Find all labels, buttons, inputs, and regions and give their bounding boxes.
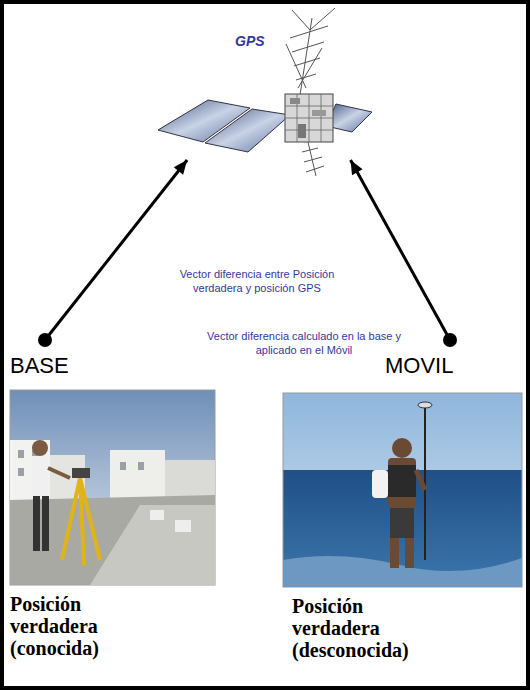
vector-arrow [351, 160, 457, 347]
arrow-line [45, 160, 187, 340]
satellite-node: GPS [165, 15, 385, 160]
vector-note: Vector diferencia entre Posición verdade… [155, 268, 359, 296]
satellite-label: GPS [235, 33, 265, 49]
arrow-head [351, 160, 363, 175]
station-label: BASE [10, 353, 69, 379]
arrow-line [351, 160, 450, 340]
arrow-head [174, 160, 187, 175]
mobile-receiver: MOVILPosición verdadera (desconocida) [290, 340, 522, 682]
vector-arrow [38, 160, 187, 347]
vector-note: Vector diferencia calculado en la base y… [192, 330, 416, 358]
arrow-dot [38, 333, 52, 347]
base-station: BASE Posición verdadera (conocida) [8, 340, 220, 682]
position-caption: Posición verdadera (desconocida) [292, 595, 437, 661]
arrow-dot [443, 333, 457, 347]
position-caption: Posición verdadera (conocida) [10, 593, 155, 659]
